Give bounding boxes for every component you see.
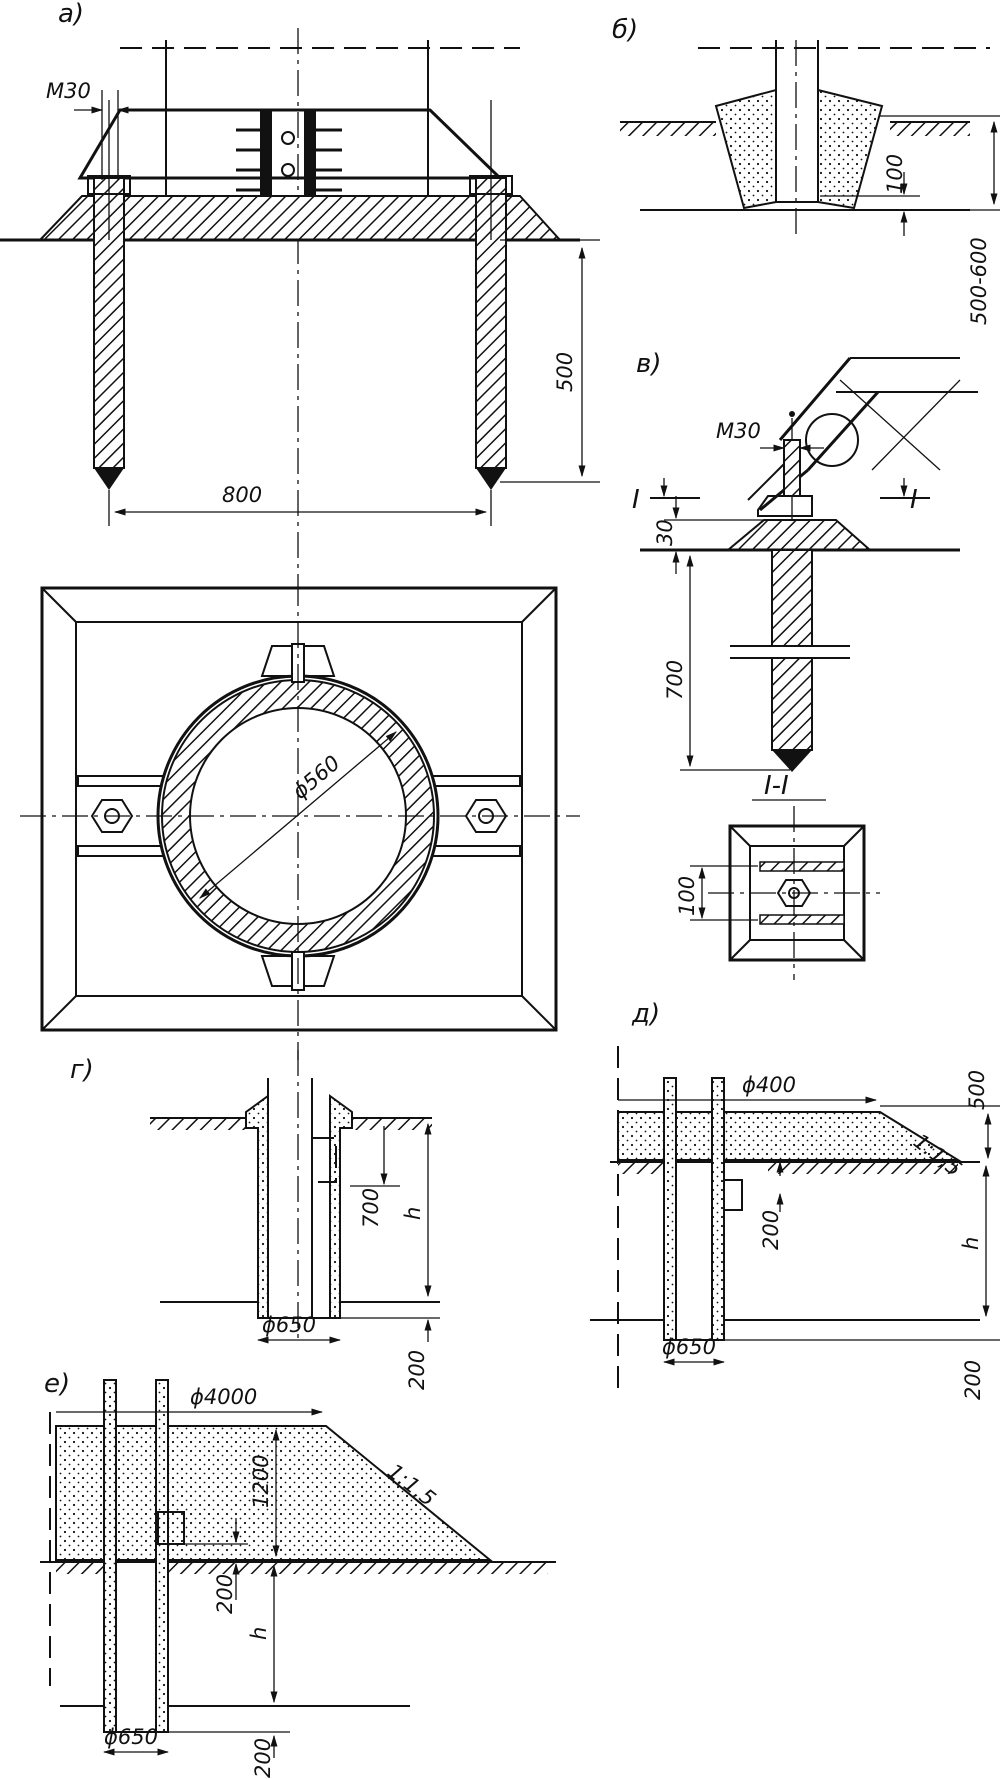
- view-b-label: б): [612, 15, 638, 45]
- view-d-offset-label: 200: [759, 1210, 783, 1250]
- view-v-section-right: I: [910, 485, 918, 515]
- view-b-gap-label: 100: [883, 154, 907, 194]
- view-v: в) M30 I I 30: [632, 349, 978, 980]
- view-v-depth-label: 700: [663, 660, 687, 700]
- view-e-label: е): [44, 1369, 70, 1399]
- view-a-label: а): [58, 0, 84, 29]
- view-a: а): [0, 0, 600, 580]
- view-e-depth-label: h: [247, 1627, 271, 1640]
- view-d-fill-diameter-label: ϕ400: [742, 1073, 796, 1097]
- view-g-top-label: 700: [359, 1188, 383, 1228]
- view-d-label: д): [631, 999, 660, 1029]
- view-g-bottom-label: 200: [405, 1350, 429, 1390]
- view-e-diameter-label: ϕ650: [104, 1725, 158, 1749]
- view-e-fill-diameter-label: ϕ4000: [190, 1385, 257, 1409]
- view-e: е) ϕ4000 1:1,5 1200 200 h 200 ϕ650: [40, 1369, 556, 1778]
- view-v-section-left: I: [632, 485, 640, 515]
- view-v-plate-label: 100: [675, 876, 699, 916]
- view-e-bottom-label: 200: [251, 1738, 275, 1778]
- view-a-depth-label: 500: [553, 352, 577, 392]
- view-v-nut-label: 30: [653, 519, 677, 546]
- view-b-depth-label: 500-600: [967, 237, 991, 325]
- view-d-bottom-label: 200: [961, 1360, 985, 1400]
- view-g-depth-label: h: [401, 1207, 425, 1220]
- view-e-fill-height-label: 1200: [249, 1455, 273, 1508]
- view-g: г) 700 h 200 ϕ650: [70, 1050, 440, 1390]
- view-v-section-title: I-I: [764, 771, 789, 801]
- view-e-offset-label: 200: [213, 1574, 237, 1614]
- plan-view: ϕ560: [20, 580, 580, 1060]
- view-g-diameter-label: ϕ650: [262, 1313, 316, 1337]
- view-v-label: в): [636, 349, 661, 379]
- view-b: б) 500-600 100: [612, 15, 1000, 325]
- view-d-fill-height-label: 500: [965, 1070, 989, 1110]
- view-a-bolt-label: M30: [46, 79, 91, 103]
- view-v-bolt-label: M30: [716, 419, 761, 443]
- view-d-diameter-label: ϕ650: [662, 1335, 716, 1359]
- view-a-spacing-label: 800: [222, 483, 262, 507]
- clamp-plates: [236, 110, 342, 202]
- view-d-depth-label: h: [959, 1237, 983, 1250]
- view-d: д) ϕ400 500 1:1,5 200 h 200 ϕ650: [590, 999, 1000, 1400]
- view-g-label: г): [70, 1055, 94, 1085]
